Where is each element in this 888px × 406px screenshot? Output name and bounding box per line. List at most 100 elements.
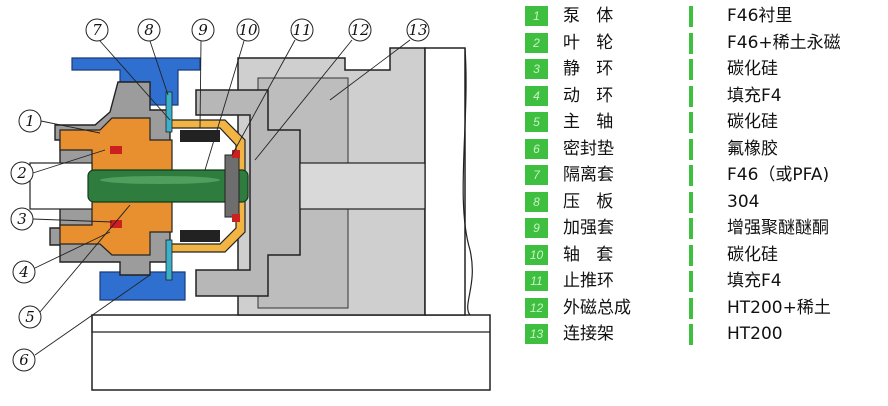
frame-break-line [462, 47, 473, 316]
separator-bar [689, 138, 693, 160]
pump-cross-section-diagram: 1 2 3 4 5 6 7 8 9 10 11 12 13 [10, 18, 491, 391]
part-material: 氟橡胶 [727, 138, 778, 159]
callout-8: 8 [137, 18, 169, 96]
part-name: 加强套 [563, 218, 614, 238]
part-material: HT200 [727, 324, 783, 344]
inner-magnet-top [180, 130, 220, 142]
table-row: 5 主 轴 碳化硅 [525, 109, 885, 136]
separator-bar [689, 244, 693, 266]
thrust-ring [224, 154, 240, 218]
callout-11: 11 [231, 18, 314, 156]
callout-12: 12 [254, 18, 372, 161]
svg-text:1: 1 [25, 112, 35, 130]
part-number-badge: 4 [525, 85, 548, 106]
svg-text:7: 7 [92, 21, 102, 39]
callout-3: 3 [10, 207, 113, 231]
separator-bar [689, 165, 693, 186]
thrust-ring-red-bottom [232, 214, 240, 222]
separator-bar [689, 297, 693, 319]
svg-text:13: 13 [408, 21, 427, 39]
callout-5: 5 [18, 204, 131, 329]
separator-bar [689, 324, 693, 345]
part-name: 压 板 [563, 191, 614, 212]
static-ring-top [110, 146, 122, 154]
frame-right-wall [424, 47, 466, 316]
thrust-ring-red-top [232, 150, 240, 158]
svg-text:5: 5 [25, 308, 35, 326]
shaft-highlight [100, 176, 220, 184]
part-material: 碳化硅 [727, 59, 778, 79]
svg-text:11: 11 [292, 21, 311, 39]
inner-magnet-bottom [180, 230, 220, 242]
callout-10: 10 [204, 18, 260, 171]
separator-bar [689, 6, 693, 27]
base-plate [91, 314, 491, 391]
part-number-badge: 1 [525, 6, 548, 26]
svg-text:9: 9 [198, 21, 208, 39]
pump-inlet [29, 162, 93, 210]
separator-bar [689, 32, 693, 54]
part-number-badge: 5 [525, 112, 548, 132]
callout-13: 13 [329, 18, 430, 101]
pump-casing-bottom [99, 271, 186, 301]
separator-bar [689, 218, 693, 239]
part-material: F46衬里 [727, 6, 793, 26]
table-row: 4 动 环 填充F4 [525, 83, 885, 110]
part-number-badge: 11 [525, 271, 548, 291]
part-material: 填充F4 [727, 85, 782, 106]
part-material: HT200+稀土 [727, 297, 831, 318]
main-shaft [87, 169, 249, 203]
callouts-left: 1 2 3 4 5 6 [10, 109, 151, 372]
part-name: 动 环 [563, 85, 614, 106]
part-number-badge: 12 [525, 297, 548, 318]
table-row: 13 连接架 HT200 [525, 321, 885, 348]
part-number-badge: 9 [525, 218, 548, 238]
table-row: 8 压 板 304 [525, 189, 885, 216]
callout-1: 1 [18, 109, 101, 134]
svg-text:4: 4 [18, 263, 29, 281]
callout-2: 2 [10, 149, 106, 185]
static-ring-bottom [110, 220, 122, 228]
motor-shaft [299, 162, 426, 210]
separator-bar [689, 112, 693, 133]
pressure-plate-bottom [165, 239, 173, 281]
part-name: 静 环 [563, 59, 614, 79]
part-number-badge: 6 [525, 138, 548, 159]
part-name: 外磁总成 [563, 297, 631, 318]
svg-text:2: 2 [16, 164, 27, 182]
part-material: F46（或PFA) [727, 165, 830, 185]
separator-bar [689, 271, 693, 292]
callouts-top: 7 8 9 10 11 12 13 [85, 18, 430, 171]
callout-7: 7 [85, 18, 171, 121]
svg-text:3: 3 [17, 210, 27, 228]
callout-4: 4 [12, 231, 111, 284]
part-material: 碳化硅 [727, 244, 778, 265]
table-row: 12 外磁总成 HT200+稀土 [525, 295, 885, 322]
part-name: 止推环 [563, 271, 614, 291]
separator-bar [689, 59, 693, 80]
table-row: 11 止推环 填充F4 [525, 268, 885, 295]
part-material: 304 [727, 191, 760, 212]
part-name: 主 轴 [563, 112, 614, 132]
part-number-badge: 13 [525, 324, 548, 344]
part-material: 填充F4 [727, 271, 782, 291]
svg-text:6: 6 [19, 351, 29, 369]
callout-9: 9 [191, 18, 215, 129]
svg-text:10: 10 [238, 21, 258, 39]
part-material: 碳化硅 [727, 112, 778, 132]
callout-6: 6 [12, 274, 151, 372]
separator-bar [689, 191, 693, 213]
svg-text:12: 12 [350, 21, 369, 39]
part-number-badge: 7 [525, 165, 548, 185]
part-number-badge: 8 [525, 191, 548, 212]
part-name: 轴 套 [563, 244, 614, 265]
part-name: 连接架 [563, 324, 614, 344]
